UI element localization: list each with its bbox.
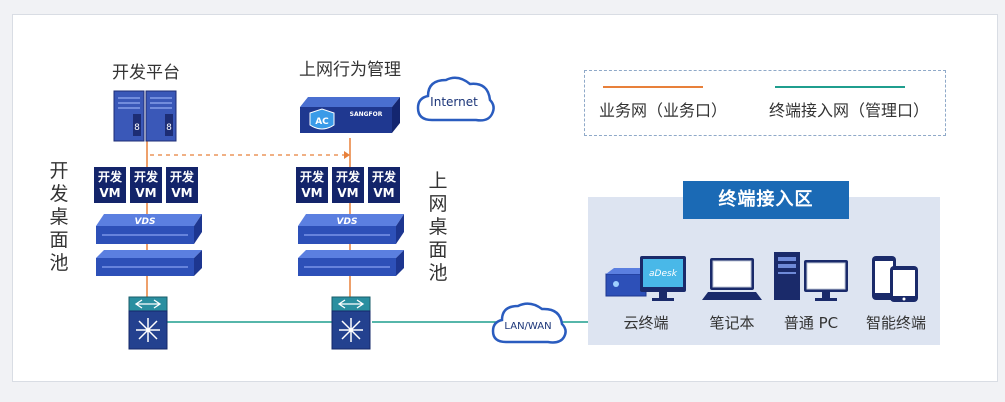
cloud-terminal-icon: aDesk	[605, 256, 686, 301]
dev-pool-char: 池	[49, 252, 69, 274]
legend-terminal-line	[775, 86, 905, 88]
svg-text:8: 8	[166, 123, 172, 133]
legend-business-label: 业务网（业务口）	[599, 101, 728, 120]
internet-pool-char: 网	[428, 193, 448, 215]
internet-vds-server-stack-icon: VDS	[298, 214, 404, 276]
svg-text:VDS: VDS	[135, 217, 156, 227]
dev-pool-char: 开	[49, 160, 69, 182]
dev-vds-server-stack-icon: VDS	[96, 214, 202, 276]
desktop-pc-icon	[774, 252, 848, 301]
svg-text:AC: AC	[315, 117, 329, 127]
legend-box: 业务网（业务口） 终端接入网（管理口）	[584, 70, 946, 136]
pc-label: 普通 PC	[783, 314, 839, 332]
arrow-head-icon	[344, 151, 350, 159]
internet-switch-icon	[331, 296, 371, 350]
internet-cloud-icon: Internet	[416, 76, 495, 122]
dev-switch-icon	[128, 296, 168, 350]
legend-terminal-label: 终端接入网（管理口）	[769, 101, 930, 120]
internet-pool-char: 面	[428, 239, 448, 261]
svg-text:aDesk: aDesk	[649, 269, 678, 279]
server-rack-icon: 8 8	[113, 90, 177, 142]
internet-pool-char: 上	[428, 170, 448, 192]
lan-wan-cloud-icon: LAN/WAN	[491, 302, 567, 344]
cloud-terminal-label: 云终端	[623, 314, 669, 332]
laptop-icon	[702, 258, 762, 300]
internet-pool-char: 池	[428, 262, 448, 284]
dev-pool-char: 面	[49, 229, 69, 251]
dev-pool-char: 桌	[49, 206, 69, 228]
smart-terminal-label: 智能终端	[865, 314, 926, 332]
legend-business-line	[603, 86, 703, 88]
internet-mgmt-title: 上网行为管理	[299, 60, 401, 80]
svg-text:SANGFOR: SANGFOR	[350, 111, 383, 118]
svg-text:VDS: VDS	[337, 217, 358, 227]
dev-pool-label: 开 发 桌 面 池	[48, 160, 70, 275]
internet-pool-label: 上 网 桌 面 池	[427, 170, 449, 285]
svg-text:LAN/WAN: LAN/WAN	[504, 321, 551, 332]
laptop-label: 笔记本	[709, 314, 755, 332]
svg-text:8: 8	[134, 123, 140, 133]
smart-terminal-icon	[872, 256, 918, 302]
dev-platform-title: 开发平台	[112, 63, 180, 83]
terminal-zone-title: 终端接入区	[683, 181, 849, 219]
internet-pool-char: 桌	[428, 216, 448, 238]
ac-gateway-device-icon: AC SANGFOR	[300, 97, 400, 133]
dev-pool-char: 发	[49, 183, 69, 205]
svg-text:Internet: Internet	[430, 95, 478, 109]
